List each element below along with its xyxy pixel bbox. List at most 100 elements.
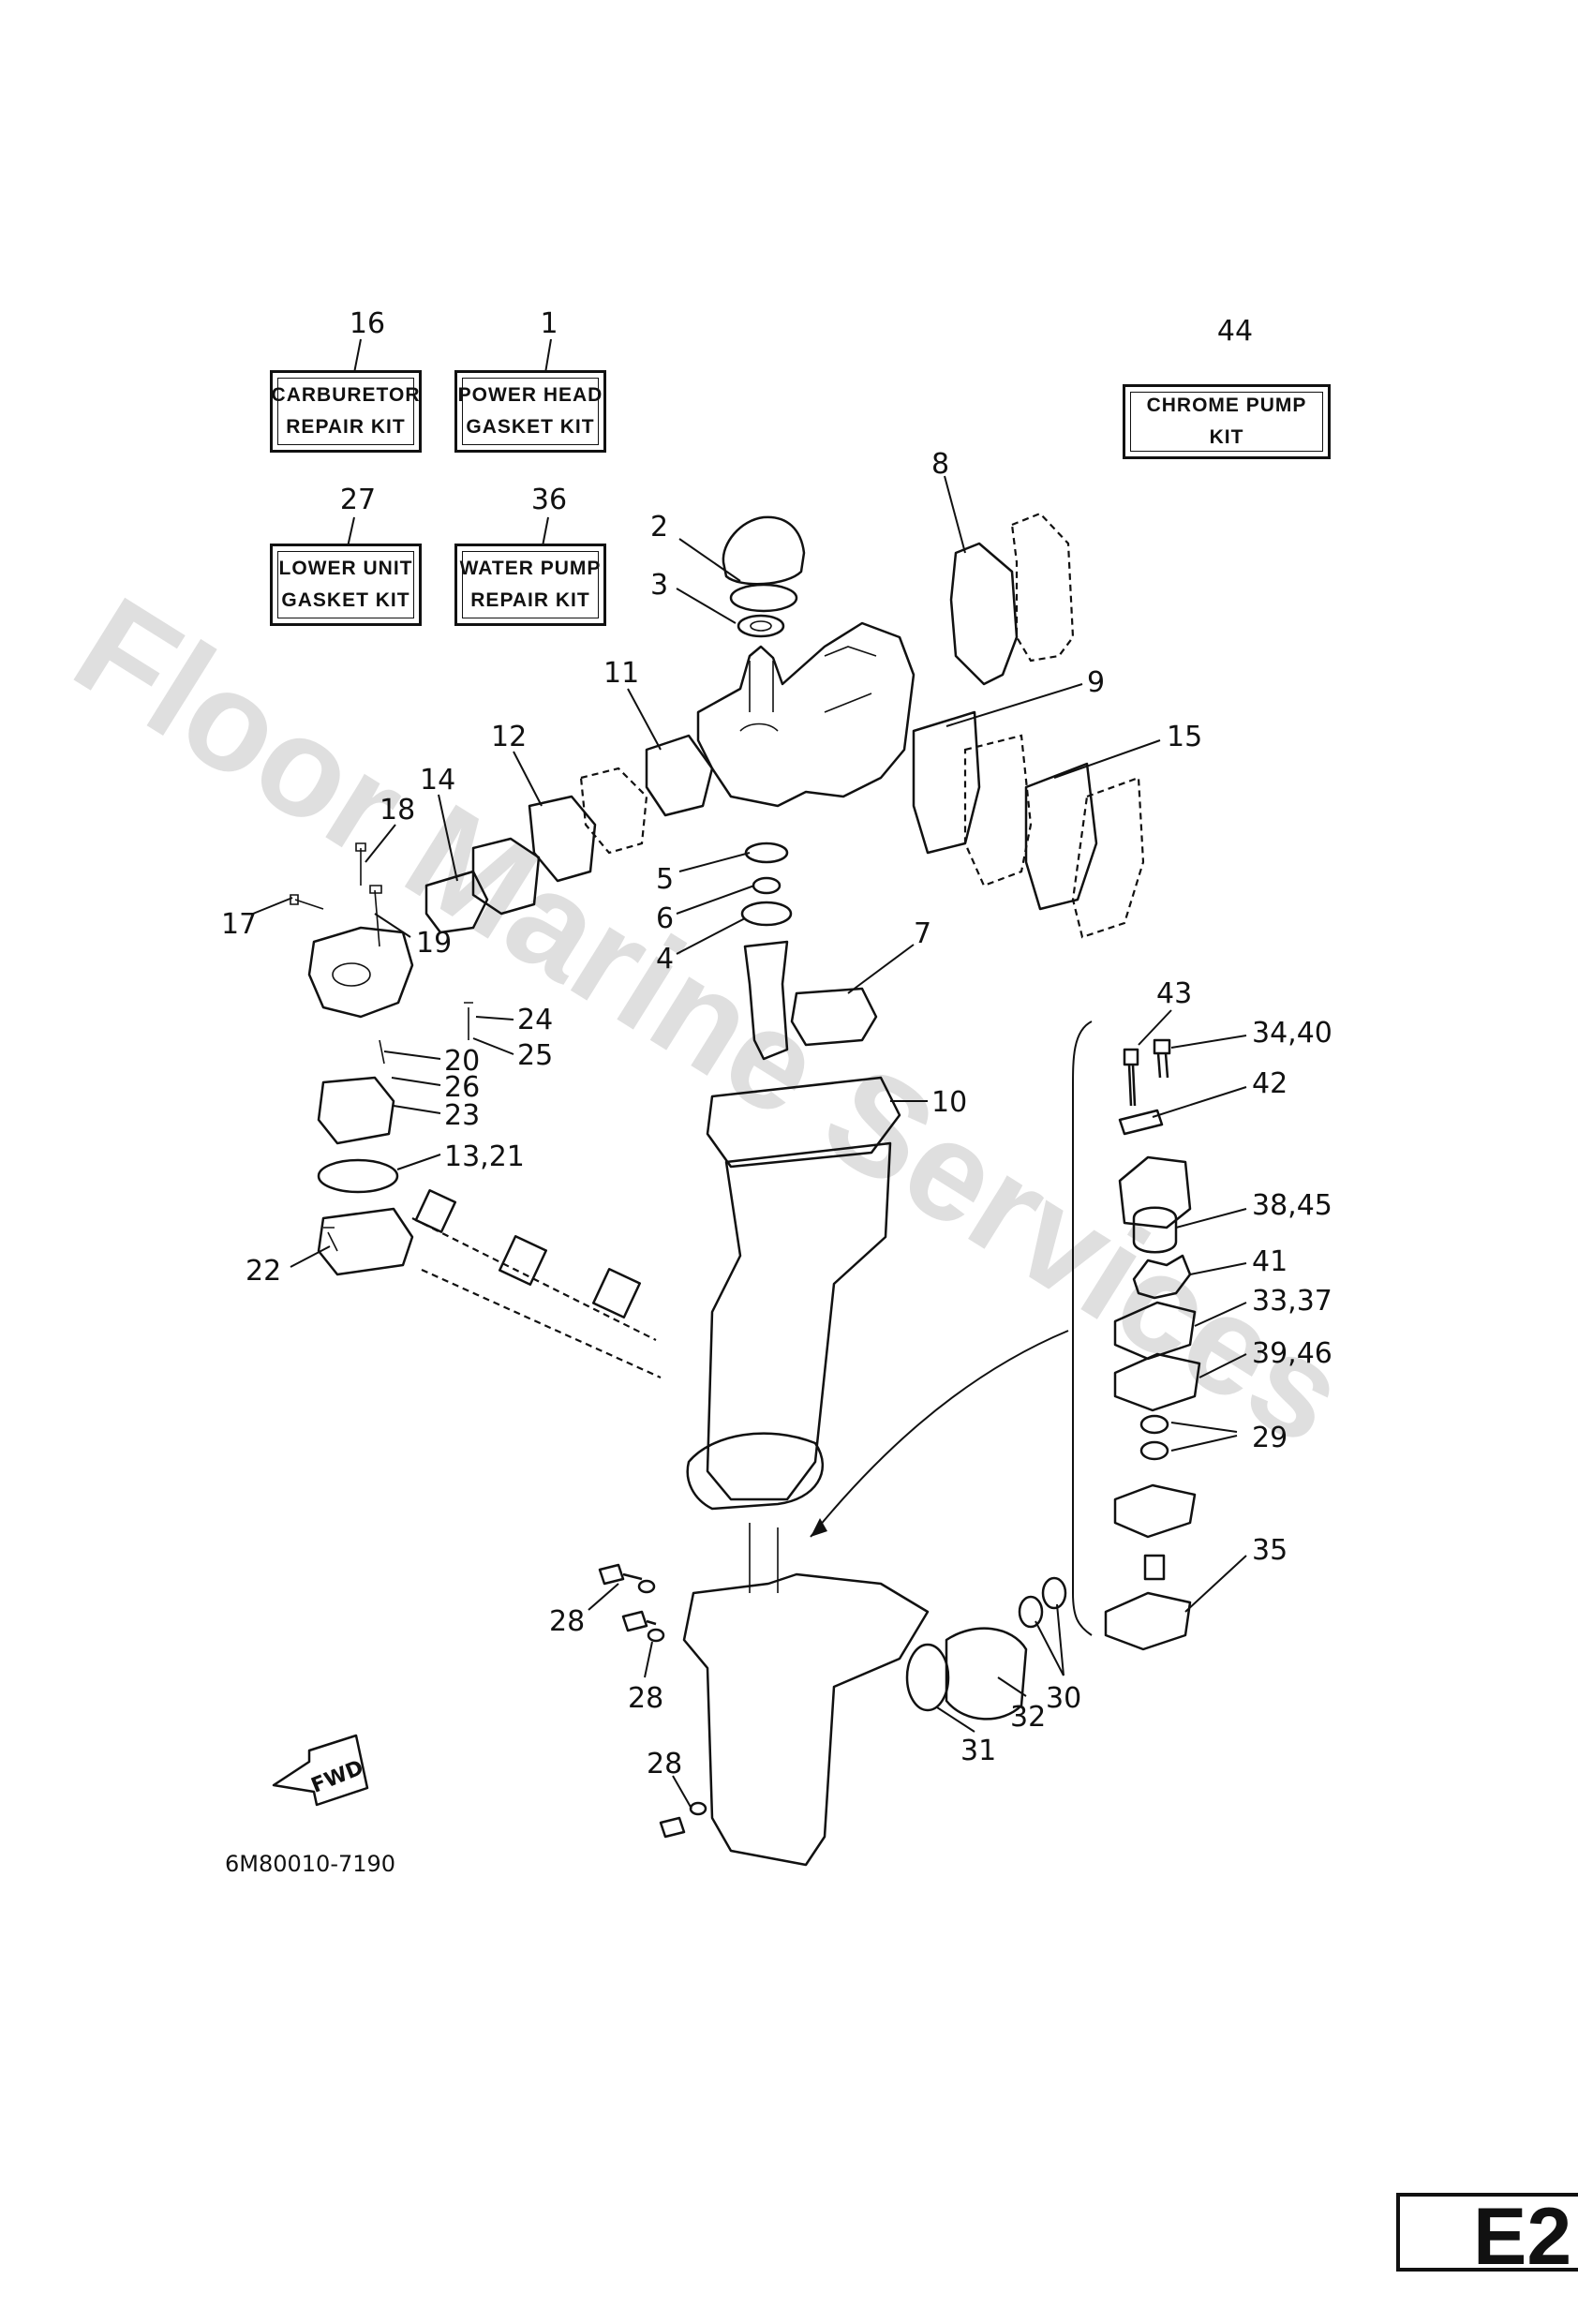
leader-41 — [1189, 1262, 1247, 1275]
oil-seal-29b — [1139, 1440, 1169, 1461]
intake-manifold — [471, 837, 541, 916]
reference-code: 6M80010-7190 — [225, 1851, 396, 1877]
leader-17 — [252, 897, 293, 915]
callout-6: 6 — [656, 902, 674, 935]
leader-19 — [374, 913, 411, 938]
upper-casing-gasket-10 — [706, 1076, 901, 1169]
callout-35: 35 — [1252, 1534, 1288, 1567]
callout-32: 32 — [1010, 1701, 1046, 1734]
kit-label-line1: CHROME PUMP — [1146, 395, 1307, 416]
callout-numbers: 2 3 8 9 11 12 15 14 18 17 19 5 6 4 7 24 … — [221, 448, 1332, 1780]
callout-25: 25 — [517, 1039, 553, 1072]
top-cap — [722, 515, 806, 586]
small-gasket-c — [591, 1268, 642, 1318]
lower-unit-casing — [682, 1572, 930, 1867]
drain-screw-28c — [659, 1816, 686, 1839]
leader-2 — [678, 538, 741, 582]
callout-33-37: 33,37 — [1252, 1285, 1332, 1318]
kit-label-line2: REPAIR KIT — [286, 416, 406, 438]
gasket-9 — [912, 710, 981, 855]
carb-mount-base — [317, 1207, 414, 1276]
leader-14 — [438, 794, 458, 882]
leader-23 — [393, 1105, 441, 1114]
plate-9b — [963, 734, 1033, 887]
kit-label-line2: GASKET KIT — [466, 416, 595, 438]
intake-gasket-12 — [528, 795, 597, 883]
kit-label-line2: KIT — [1209, 426, 1244, 448]
fwd-arrow-shape — [272, 1734, 369, 1807]
float-bowl-gasket — [317, 1158, 399, 1194]
callout-13-21: 13,21 — [444, 1140, 525, 1173]
o-ring-4 — [740, 901, 793, 927]
kit-box-lower-unit-gasket: LOWER UNIT GASKET KIT — [270, 544, 422, 626]
kit-box-carburetor-repair: CARBURETOR REPAIR KIT — [270, 370, 422, 453]
o-ring-31 — [905, 1643, 950, 1712]
cylinder-block-detail — [739, 646, 877, 732]
page-tab: E2 — [1396, 2192, 1578, 2282]
callout-7: 7 — [914, 917, 931, 950]
leader-5 — [678, 852, 751, 872]
kit-number-lower-unit: 27 — [339, 484, 377, 516]
leader-12 — [513, 751, 543, 807]
oil-seal-5 — [744, 842, 789, 864]
kit-label-line1: POWER HEAD — [457, 384, 603, 406]
callout-31: 31 — [960, 1735, 996, 1767]
screw-22 — [323, 1227, 338, 1252]
screw-19 — [369, 885, 382, 947]
drive-shaft-stub — [749, 1523, 779, 1593]
callout-14: 14 — [420, 764, 455, 797]
callout-29: 29 — [1252, 1422, 1288, 1454]
grommet-42 — [1118, 1109, 1164, 1136]
callout-11: 11 — [603, 657, 639, 690]
callout-39-46: 39,46 — [1252, 1337, 1332, 1370]
callout-22: 22 — [246, 1255, 281, 1288]
outer-plate-39-46 — [1113, 1352, 1201, 1412]
small-gasket-a — [414, 1189, 457, 1233]
reed-plate — [579, 767, 648, 855]
leader-11 — [627, 688, 662, 751]
spacer — [1143, 1554, 1166, 1581]
float-bowl — [317, 1076, 395, 1145]
oil-seal-30a — [1018, 1595, 1044, 1629]
drain-screw-28b — [621, 1610, 657, 1632]
callout-15: 15 — [1167, 721, 1202, 753]
oil-seal-6 — [752, 876, 782, 895]
kit-label-line1: LOWER UNIT — [278, 558, 413, 579]
oil-seal-3 — [737, 614, 785, 638]
carburetor-body — [307, 926, 414, 1019]
leader-24 — [475, 1016, 514, 1020]
screw-17 — [290, 894, 324, 910]
leader-29b — [1170, 1435, 1238, 1452]
callout-26: 26 — [444, 1071, 480, 1104]
leader-26 — [391, 1077, 441, 1086]
kit-label-line1: WATER PUMP — [459, 558, 602, 579]
leader-20 — [383, 1050, 441, 1060]
power-head-group — [290, 512, 1145, 1379]
assembly-arrow-head — [811, 1518, 827, 1537]
bolt-34-40 — [1153, 1038, 1171, 1079]
washer-28b — [647, 1628, 665, 1643]
kit-box-chrome-pump: CHROME PUMP KIT — [1123, 384, 1331, 459]
callout-12: 12 — [491, 721, 527, 753]
leader-32 — [997, 1676, 1027, 1697]
leader-22 — [290, 1245, 331, 1268]
anti-cavitation-plate — [686, 1432, 825, 1511]
kit-label-line1: CARBURETOR — [271, 384, 421, 406]
oil-seal-29a — [1139, 1414, 1169, 1435]
carb-bore — [332, 962, 371, 987]
callout-30: 30 — [1046, 1682, 1081, 1715]
leader-33-37 — [1194, 1302, 1247, 1327]
leader-3 — [676, 588, 737, 624]
small-gasket-b — [498, 1235, 548, 1286]
callout-24: 24 — [517, 1004, 553, 1036]
callout-34-40: 34,40 — [1252, 1017, 1332, 1050]
leader-25 — [472, 1037, 514, 1055]
callout-10: 10 — [931, 1086, 967, 1119]
kit-box-water-pump-repair: WATER PUMP REPAIR KIT — [454, 544, 606, 626]
leader-16 — [353, 338, 362, 374]
water-pump-group — [1072, 1020, 1201, 1651]
oil-seal-30b — [1041, 1576, 1067, 1610]
kit-number-power-head: 1 — [540, 307, 558, 340]
screw-20 — [379, 1039, 385, 1065]
